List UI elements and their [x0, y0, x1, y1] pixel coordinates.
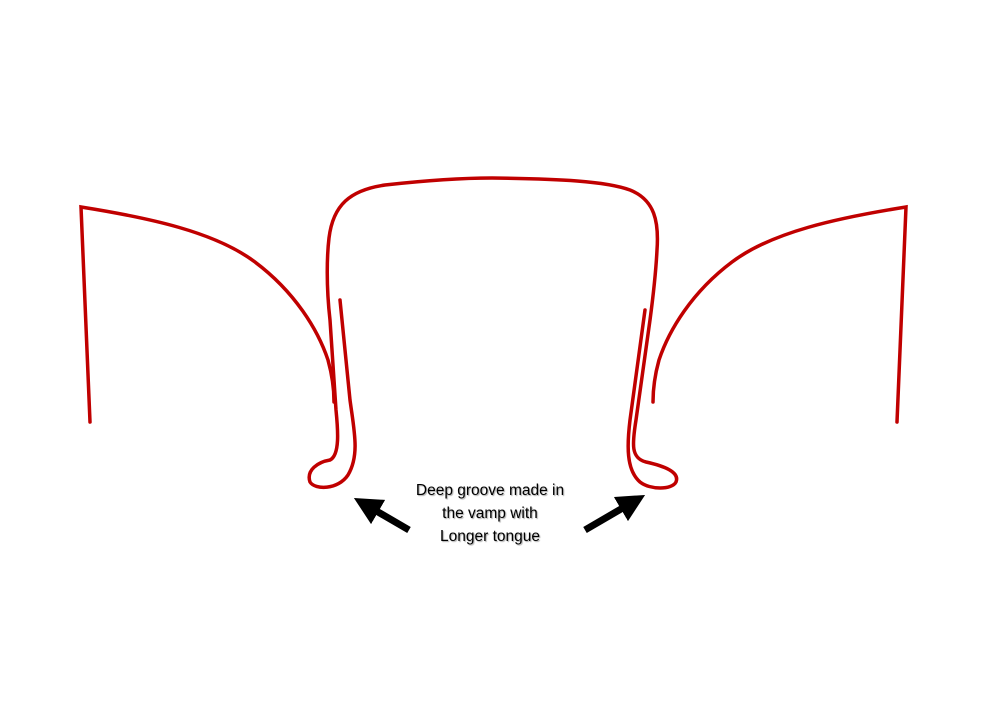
groove-annotation: Deep groove made in the vamp with Longer… — [385, 479, 595, 548]
left-arrow — [353, 497, 411, 534]
right-arrow — [583, 494, 646, 534]
right-quarter-outline — [651, 205, 908, 424]
annotation-line-3: Longer tongue — [440, 528, 540, 545]
annotation-line-2: the vamp with — [442, 505, 538, 522]
left-quarter-outline — [79, 205, 336, 424]
vamp-tongue-outline — [307, 176, 679, 490]
annotation-line-1: Deep groove made in — [415, 482, 565, 499]
